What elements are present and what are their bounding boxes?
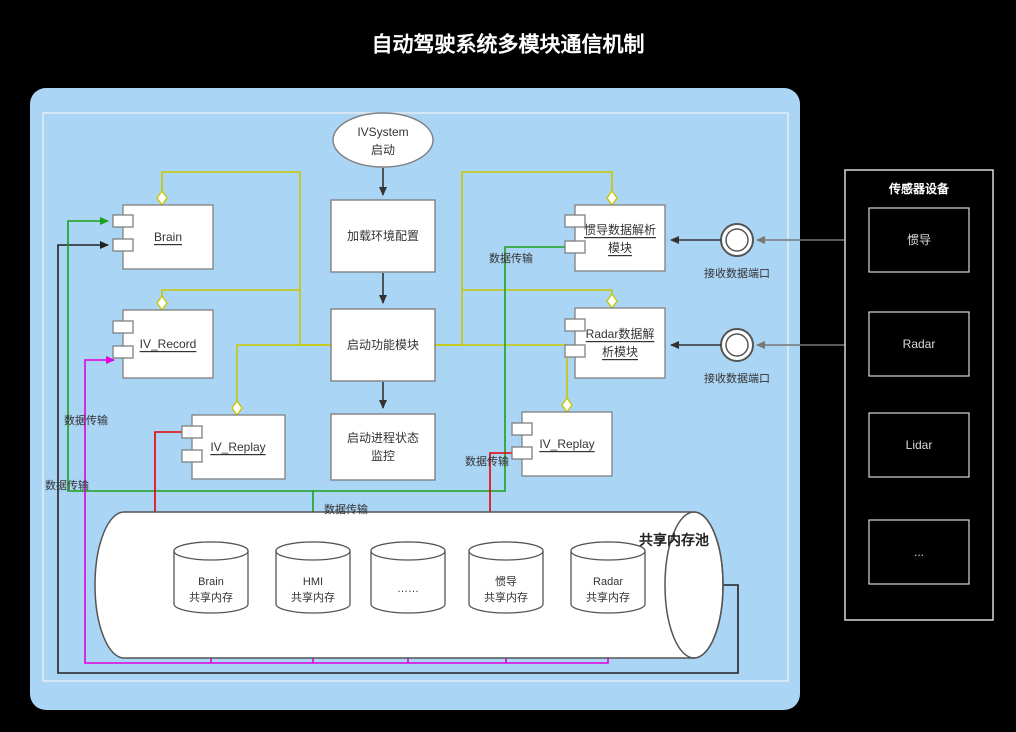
component-box xyxy=(521,411,613,477)
memory-cylinder-ins: 惯导 共享内存 xyxy=(468,541,544,614)
component-tab xyxy=(511,422,533,436)
memory-label-line2: 共享内存 xyxy=(586,590,630,604)
port-inner-circle-icon xyxy=(725,333,749,357)
memory-cylinder-radar: Radar 共享内存 xyxy=(570,541,646,614)
shared-memory-pool: 共享内存池 Brain 共享内存 HMI 共享内存 …… 惯导 共享内存 xyxy=(94,511,724,659)
memory-label-line1: HMI xyxy=(303,576,323,588)
startup-flow: IVSystem 启动 加载环境配置 启动功能模块 启动进程状态 监控 xyxy=(330,112,436,481)
component-ins-parser: 惯导数据解析 模块 xyxy=(564,204,666,272)
edge-composition-ivrecord xyxy=(161,289,300,296)
component-iv-record: IV_Record xyxy=(112,309,214,379)
memory-label-line2: 共享内存 xyxy=(484,590,528,604)
edge-label-data-transfer: 数据传输 xyxy=(324,502,368,516)
sensor-panel-title: 传感器设备 xyxy=(888,181,950,196)
edge-label-data-transfer: 数据传输 xyxy=(489,251,533,265)
component-brain-label: Brain xyxy=(154,230,182,244)
sensor-box-more xyxy=(868,519,970,585)
sensor-radar-label: Radar xyxy=(903,337,936,351)
sensor-lidar-label: Lidar xyxy=(906,438,933,452)
memory-label-line2: 共享内存 xyxy=(189,590,233,604)
component-tab xyxy=(181,425,203,439)
component-tab xyxy=(112,320,134,334)
receive-port-2: 接收数据端口 xyxy=(704,328,770,385)
edge-label-data-transfer: 数据传输 xyxy=(465,454,509,468)
cylinder-top xyxy=(370,541,446,561)
memory-cylinder-brain: Brain 共享内存 xyxy=(173,541,249,614)
component-tab xyxy=(511,446,533,460)
component-iv-replay-right: IV_Replay xyxy=(511,411,613,477)
edge-composition-ivreplay-left xyxy=(236,344,331,402)
component-box xyxy=(191,414,286,480)
edge-label-data-transfer: 数据传输 xyxy=(45,478,89,492)
start-node-label-line1: IVSystem xyxy=(357,125,408,139)
edge-ivreplay-right-out xyxy=(489,452,512,524)
component-box xyxy=(122,204,214,270)
page-title: 自动驾驶系统多模块通信机制 xyxy=(372,33,645,57)
edge-labels: 数据传输 数据传输 数据传输 数据传输 数据传输 xyxy=(45,251,533,516)
memory-cylinder-dots: …… xyxy=(370,541,446,614)
component-box xyxy=(574,204,666,272)
start-modules-label: 启动功能模块 xyxy=(347,338,419,352)
process-monitor-node xyxy=(330,413,436,481)
memory-label-line1: 惯导 xyxy=(495,574,517,588)
component-tab xyxy=(564,214,586,228)
load-config-node xyxy=(330,199,436,273)
component-tab xyxy=(112,214,134,228)
sensor-box-ins xyxy=(868,207,970,273)
process-monitor-label-line1: 启动进程状态 xyxy=(347,430,419,445)
component-box xyxy=(122,309,214,379)
load-config-label: 加载环境配置 xyxy=(347,228,419,243)
component-radar-parser-label-line2: 析模块 xyxy=(602,345,638,359)
receive-port-1: 接收数据端口 xyxy=(704,223,770,280)
sensor-box-radar xyxy=(868,311,970,377)
component-brain: Brain xyxy=(112,204,214,270)
component-iv-replay-right-label: IV_Replay xyxy=(539,437,594,451)
cylinder-top xyxy=(468,541,544,561)
component-ins-parser-label-line2: 模块 xyxy=(608,241,632,255)
sensor-more-label: ... xyxy=(914,545,924,559)
memory-label-line1: Radar xyxy=(593,576,623,588)
system-inner-frame xyxy=(42,112,789,682)
component-radar-parser-label-line1: Radar数据解 xyxy=(586,326,655,341)
component-tab xyxy=(112,238,134,252)
memory-label-line1: …… xyxy=(397,583,419,595)
process-monitor-label-line2: 监控 xyxy=(371,449,395,463)
start-modules-node xyxy=(330,308,436,382)
cylinder-top xyxy=(275,541,351,561)
component-tab xyxy=(564,240,586,254)
component-iv-record-label: IV_Record xyxy=(140,337,197,351)
edge-pool-to-brain xyxy=(57,241,739,674)
component-radar-parser: Radar数据解 析模块 xyxy=(564,307,666,379)
pool-end-cap xyxy=(664,511,724,659)
edge-ins-to-brain xyxy=(67,217,565,492)
sensor-panel: 传感器设备 惯导 Radar Lidar ... xyxy=(844,169,994,621)
sensor-ins-label: 惯导 xyxy=(907,232,931,247)
receive-port-2-label: 接收数据端口 xyxy=(704,371,770,385)
component-tab xyxy=(181,449,203,463)
shared-memory-pool-title: 共享内存池 xyxy=(639,532,709,548)
component-iv-replay-left-label: IV_Replay xyxy=(210,440,265,454)
component-ins-parser-label-line1: 惯导数据解析 xyxy=(584,222,656,237)
receive-port-1-label: 接收数据端口 xyxy=(704,266,770,280)
cylinder-top xyxy=(173,541,249,561)
memory-label-line2: 共享内存 xyxy=(291,590,335,604)
sensor-box-lidar xyxy=(868,412,970,478)
edge-label-data-transfer: 数据传输 xyxy=(64,413,108,427)
port-inner-circle-icon xyxy=(725,228,749,252)
component-box xyxy=(574,307,666,379)
memory-label-line1: Brain xyxy=(198,576,224,588)
memory-cylinder-hmi: HMI 共享内存 xyxy=(275,541,351,614)
component-tab xyxy=(564,318,586,332)
cylinder-top xyxy=(570,541,646,561)
component-tab xyxy=(112,345,134,359)
component-iv-replay-left: IV_Replay xyxy=(181,414,286,480)
start-node-label-line2: 启动 xyxy=(371,143,395,157)
start-node xyxy=(332,112,434,168)
component-tab xyxy=(564,344,586,358)
